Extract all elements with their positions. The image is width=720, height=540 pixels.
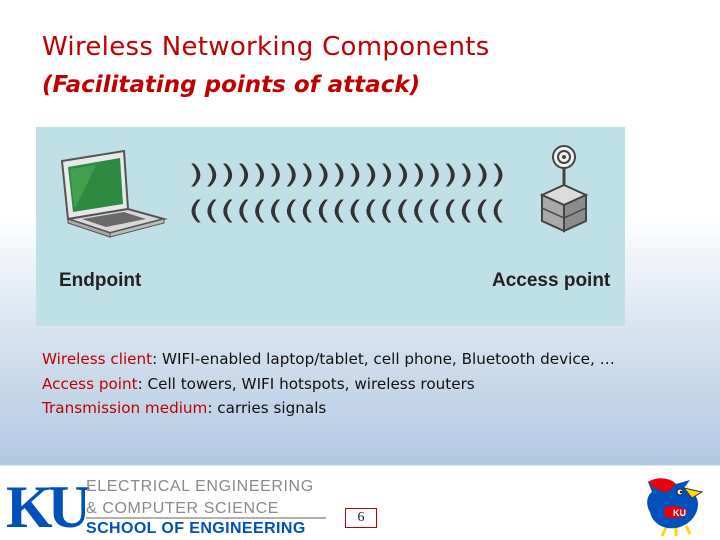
signal-wave-left: (((((((((((((((((((( (188, 196, 506, 226)
dept-line-1: ELECTRICAL ENGINEERING (86, 478, 314, 495)
slide-subtitle: (Facilitating points of attack) (42, 72, 421, 98)
endpoint-label: Endpoint (59, 270, 142, 291)
list-item: Wireless client: WIFI-enabled laptop/tab… (42, 347, 615, 372)
list-item-text: : WIFI-enabled laptop/tablet, cell phone… (152, 350, 615, 368)
access-point-label: Access point (492, 270, 611, 291)
dept-line-3: SCHOOL OF ENGINEERING (86, 520, 306, 537)
component-list: Wireless client: WIFI-enabled laptop/tab… (42, 347, 615, 421)
list-item: Transmission medium: carries signals (42, 396, 615, 421)
list-item-term: Access point (42, 374, 138, 393)
list-item-text: : Cell towers, WIFI hotspots, wireless r… (137, 374, 475, 393)
page-number: 6 (345, 508, 377, 528)
ku-logo: KU (6, 474, 91, 540)
list-item-text: : carries signals (207, 399, 327, 417)
access-point-icon (539, 145, 589, 233)
jayhawk-mascot-icon: KU (647, 478, 704, 536)
list-item: Access point: Cell towers, WIFI hotspots… (42, 372, 615, 397)
slide-title: Wireless Networking Components (42, 32, 490, 62)
wireless-diagram-art: )))))))))))))))))))) (((((((((((((((((((… (60, 145, 589, 238)
svg-text:KU: KU (673, 508, 686, 518)
signal-wave-right: )))))))))))))))))))) (188, 160, 506, 190)
laptop-icon (60, 149, 168, 238)
list-item-term: Transmission medium (42, 399, 208, 417)
list-item-term: Wireless client (42, 350, 153, 368)
footer-divider (86, 517, 326, 519)
wireless-diagram: )))))))))))))))))))) (((((((((((((((((((… (36, 127, 625, 326)
dept-line-2: & COMPUTER SCIENCE (86, 500, 280, 517)
